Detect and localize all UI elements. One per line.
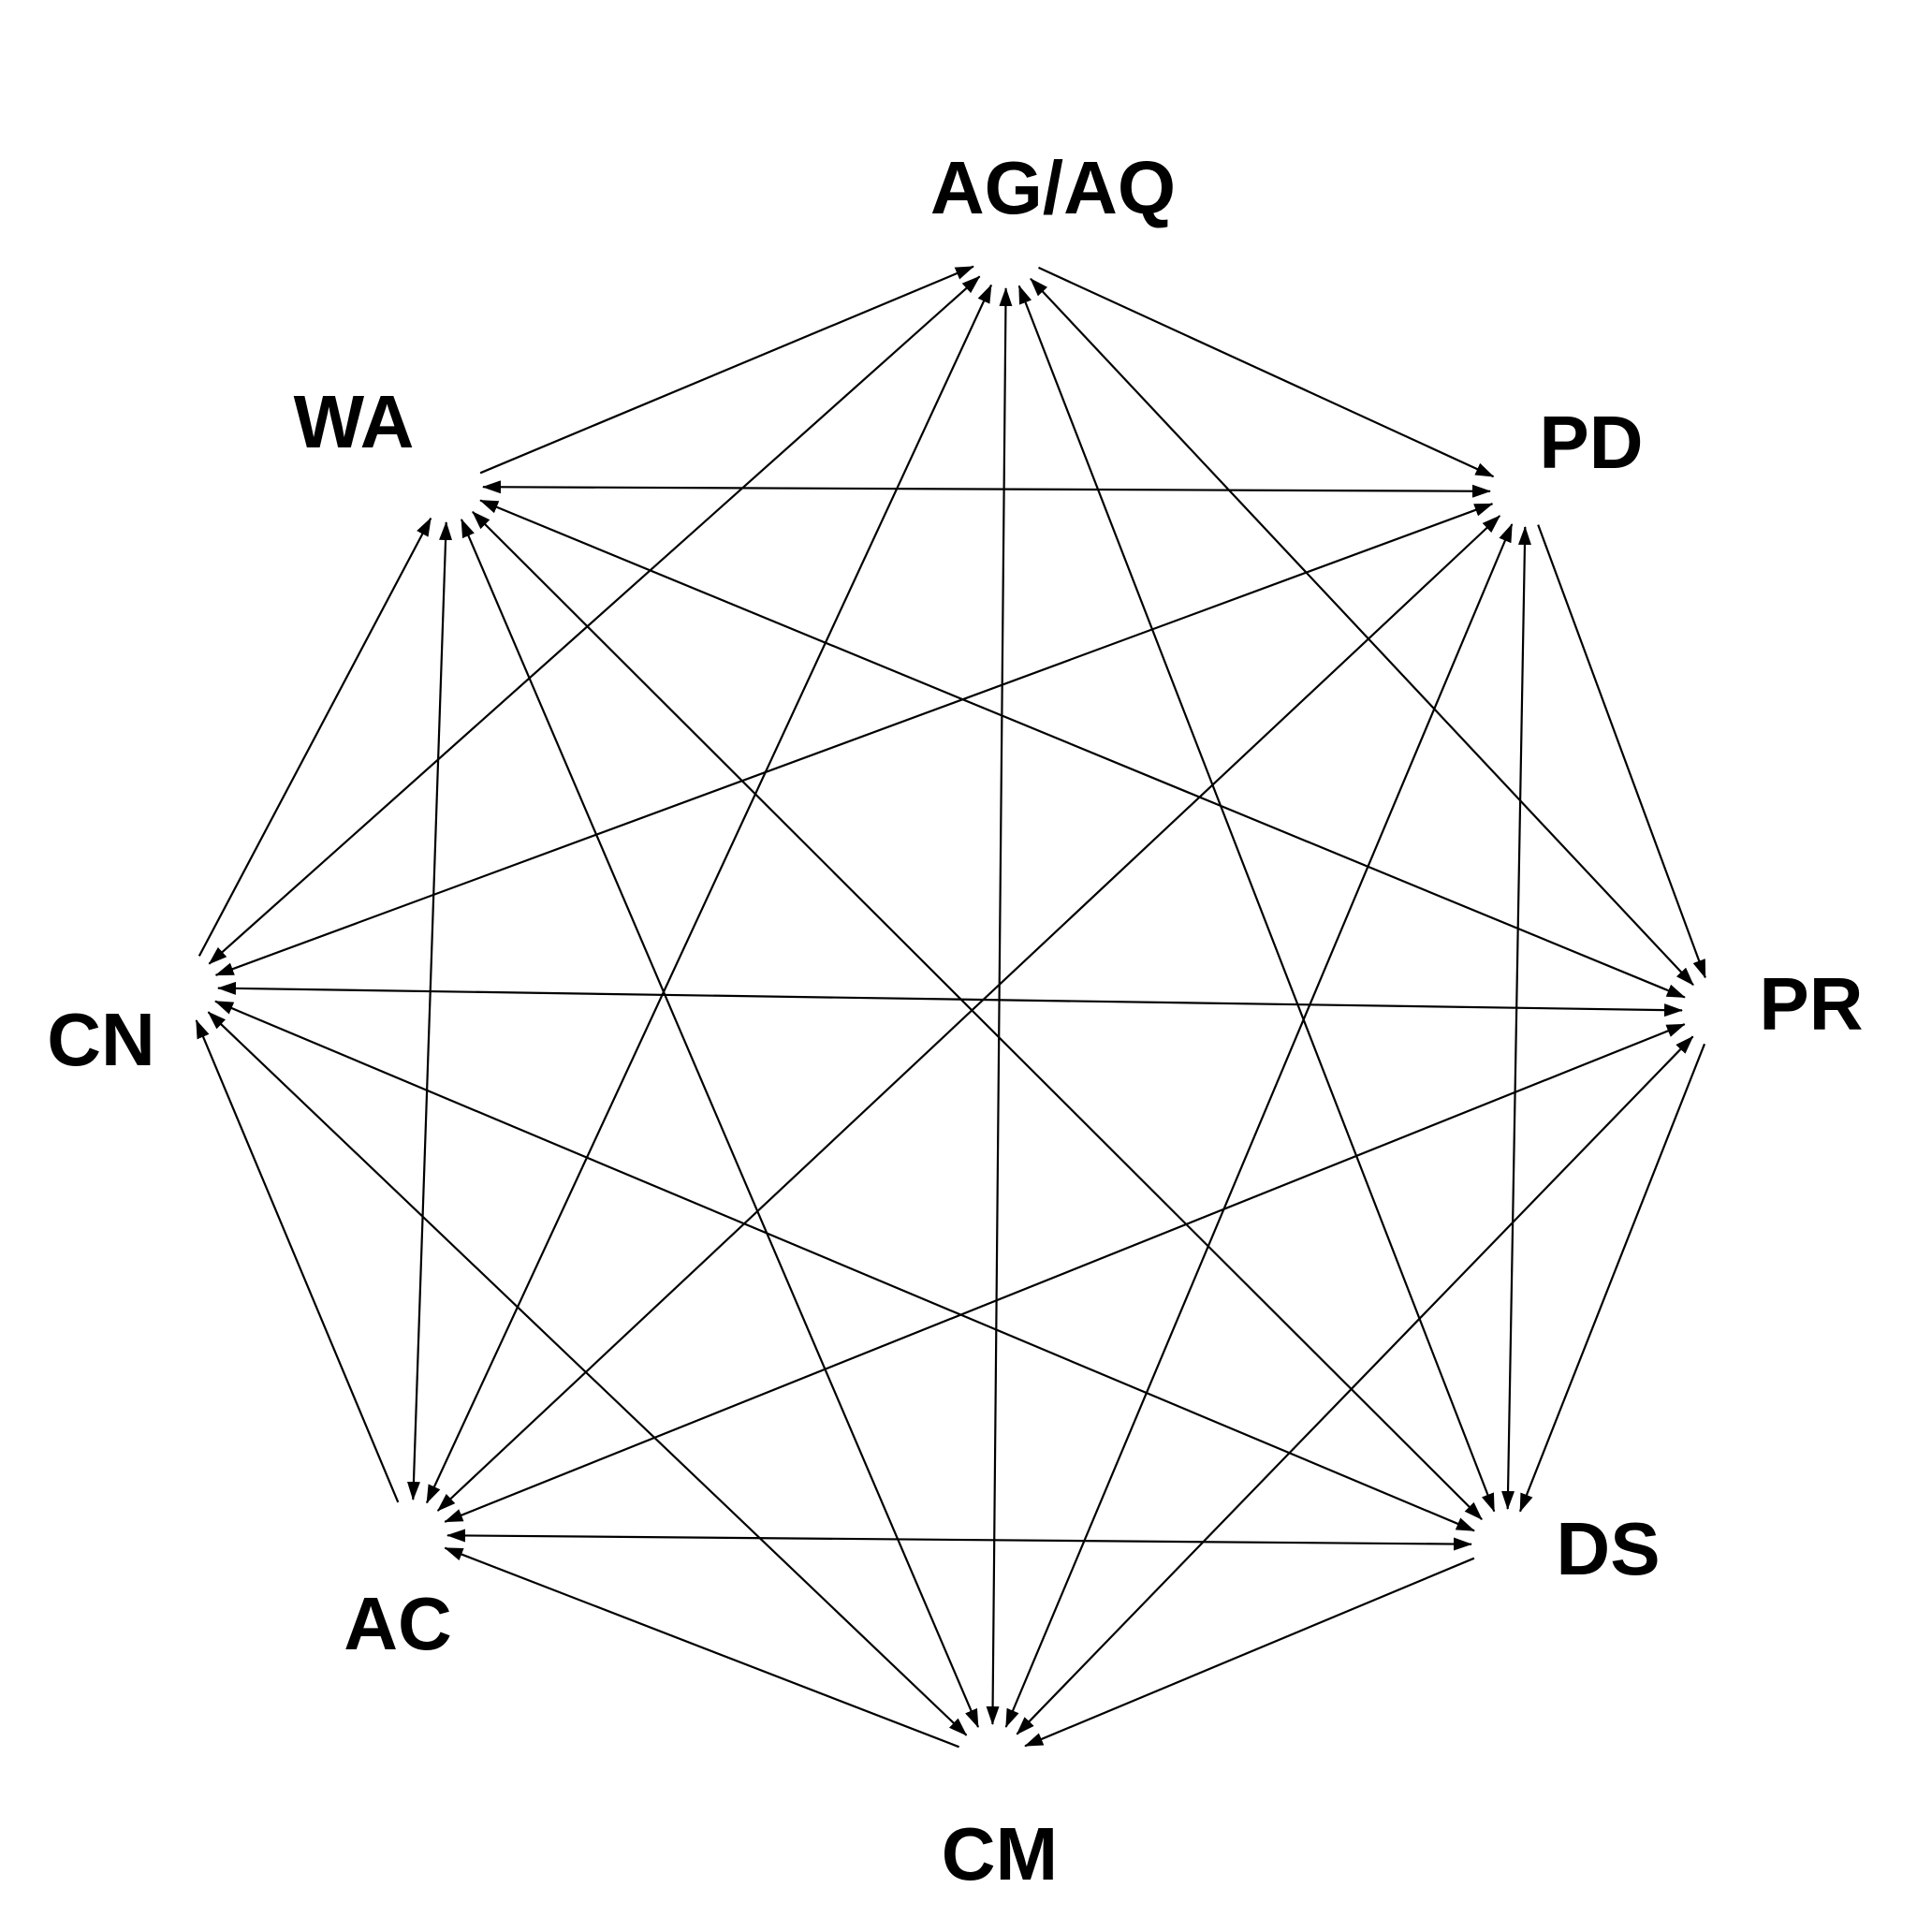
- edge-cm-cn: [207, 1011, 968, 1736]
- edge-agaq-pd: [1038, 266, 1495, 478]
- edge-ds-cn: [214, 1000, 1475, 1532]
- edge-pd-cn: [214, 503, 1494, 976]
- edge-agaq-ac: [426, 284, 992, 1504]
- edge-cm-wa: [460, 518, 980, 1729]
- node-label-pd: PD: [1539, 401, 1643, 484]
- edge-agaq-cm: [986, 287, 1013, 1725]
- node-label-ac: AC: [344, 1582, 452, 1665]
- labels-layer: AG/AQ PD PR DS CM AC CN WA: [47, 146, 1863, 1895]
- edge-pr-ds: [1518, 1043, 1706, 1513]
- edges-layer: [195, 265, 1706, 1749]
- edge-pd-cm: [1004, 523, 1514, 1728]
- edge-ds-cm: [1024, 1557, 1475, 1748]
- edge-ac-wa: [406, 521, 453, 1500]
- node-label-agaq: AG/AQ: [930, 146, 1176, 229]
- edge-pr-cn: [217, 981, 1683, 1017]
- edge-cm-ac: [444, 1546, 959, 1749]
- node-label-pr: PR: [1759, 962, 1863, 1046]
- edge-ac-cn: [195, 1019, 400, 1503]
- edge-pr-ac: [444, 1023, 1686, 1523]
- edge-pd-ac: [436, 515, 1501, 1512]
- edge-wa-agaq: [479, 265, 974, 475]
- edge-ds-ac: [446, 1529, 1472, 1551]
- edge-pd-wa: [482, 480, 1491, 498]
- node-label-cn: CN: [47, 998, 155, 1081]
- node-label-ds: DS: [1556, 1507, 1660, 1590]
- edge-ds-wa: [472, 511, 1483, 1520]
- node-label-cm: CM: [942, 1812, 1058, 1895]
- edge-pr-wa: [479, 499, 1686, 999]
- node-label-wa: WA: [294, 380, 415, 463]
- edge-pd-ds: [1501, 526, 1531, 1510]
- edge-cn-wa: [198, 517, 432, 957]
- edge-pr-cm: [1016, 1035, 1694, 1735]
